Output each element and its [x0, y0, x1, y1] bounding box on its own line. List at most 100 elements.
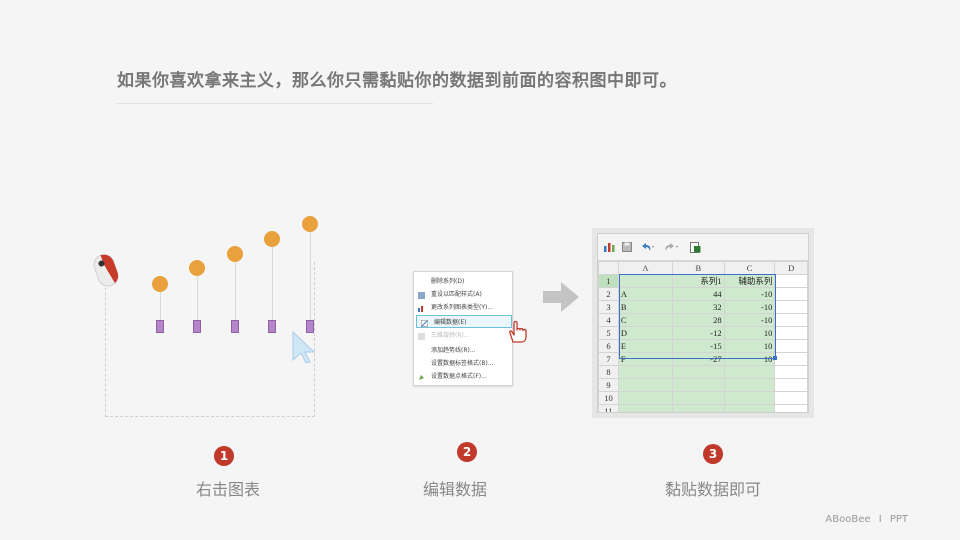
table-cell[interactable]	[774, 378, 808, 392]
table-cell[interactable]: 10	[723, 352, 776, 366]
table-cell[interactable]	[774, 352, 808, 366]
column-header[interactable]: D	[774, 261, 808, 275]
table-cell[interactable]	[774, 313, 808, 327]
redo-icon[interactable]	[664, 242, 680, 255]
row-header[interactable]: 11	[598, 404, 619, 412]
hand-pointer-icon	[505, 318, 531, 348]
table-cell[interactable]: D	[617, 326, 674, 340]
context-menu: 删除系列(D)重设以匹配样式(A)更改系列图表类型(Y)...编辑数据(E)三维…	[413, 271, 513, 386]
table-cell[interactable]	[672, 404, 725, 412]
menu-item-label: 添加趋势线(R)...	[431, 347, 476, 354]
row-header[interactable]: 8	[598, 365, 619, 379]
edit-in-excel-icon[interactable]	[690, 242, 701, 256]
bubble-stem	[310, 224, 311, 326]
menu-item-label: 更改系列图表类型(Y)...	[431, 304, 494, 311]
table-cell[interactable]: -27	[672, 352, 725, 366]
table-cell[interactable]: 28	[672, 313, 725, 327]
footer-brand: ABooBee I PPT	[825, 514, 908, 525]
data-label-marker[interactable]	[306, 320, 314, 333]
menu-item[interactable]: 删除系列(D)	[414, 275, 512, 288]
table-cell[interactable]	[672, 378, 725, 392]
table-cell[interactable]	[774, 300, 808, 314]
table-cell[interactable]	[774, 365, 808, 379]
table-cell[interactable]: 44	[672, 287, 725, 301]
table-cell[interactable]	[617, 365, 674, 379]
table-row: 10	[598, 391, 808, 405]
table-cell[interactable]	[774, 287, 808, 301]
data-label-marker[interactable]	[193, 320, 201, 333]
page-title: 如果你喜欢拿来主义，那么你只需黏贴你的数据到前面的容积图中即可。	[117, 71, 677, 91]
table-cell[interactable]: 10	[723, 326, 776, 340]
row-header[interactable]: 10	[598, 391, 619, 405]
corner-cell[interactable]	[598, 261, 619, 275]
row-header[interactable]: 4	[598, 313, 619, 327]
table-cell[interactable]: -12	[672, 326, 725, 340]
menu-item-label: 编辑数据(E)	[434, 319, 467, 326]
data-label-marker[interactable]	[231, 320, 239, 333]
bubble-point[interactable]	[189, 260, 205, 276]
bubble-point[interactable]	[264, 231, 280, 247]
table-cell[interactable]: 辅助系列	[723, 274, 776, 288]
table-cell[interactable]	[617, 404, 674, 412]
menu-item[interactable]: 设置数据点格式(F)...	[414, 370, 512, 383]
bubble-point[interactable]	[152, 276, 168, 292]
table-cell[interactable]: -10	[723, 313, 776, 327]
step-2-badge: 2	[457, 442, 477, 462]
table-cell[interactable]	[672, 365, 725, 379]
table-cell[interactable]: -10	[723, 287, 776, 301]
menu-item[interactable]: 编辑数据(E)	[416, 315, 512, 328]
undo-icon[interactable]	[640, 242, 656, 255]
table-cell[interactable]	[774, 326, 808, 340]
table-cell[interactable]	[774, 274, 808, 288]
data-label-marker[interactable]	[156, 320, 164, 333]
table-cell[interactable]	[774, 391, 808, 405]
menu-item-label: 删除系列(D)	[431, 278, 465, 285]
table-cell[interactable]: F	[617, 352, 674, 366]
table-cell[interactable]: 系列1	[672, 274, 725, 288]
bubble-point[interactable]	[302, 216, 318, 232]
table-cell[interactable]: E	[617, 339, 674, 353]
data-label-marker[interactable]	[268, 320, 276, 333]
menu-item[interactable]: 重设以匹配样式(A)	[414, 288, 512, 301]
bubble-stem	[272, 239, 273, 326]
table-cell[interactable]: 32	[672, 300, 725, 314]
save-icon[interactable]	[622, 242, 632, 255]
table-cell[interactable]	[774, 404, 808, 412]
row-header[interactable]: 9	[598, 378, 619, 392]
row-header[interactable]: 2	[598, 287, 619, 301]
table-cell[interactable]	[617, 378, 674, 392]
table-cell[interactable]: -10	[723, 300, 776, 314]
row-header[interactable]: 7	[598, 352, 619, 366]
menu-item[interactable]: 设置数据标签格式(B)...	[414, 357, 512, 370]
row-header[interactable]: 6	[598, 339, 619, 353]
fill-handle[interactable]	[773, 356, 777, 360]
menu-item[interactable]: 添加趋势线(R)...	[414, 344, 512, 357]
row-header[interactable]: 1	[598, 274, 619, 288]
column-header[interactable]: C	[723, 261, 776, 275]
table-cell[interactable]: B	[617, 300, 674, 314]
row-header[interactable]: 5	[598, 326, 619, 340]
table-cell[interactable]: C	[617, 313, 674, 327]
table-cell[interactable]	[617, 274, 674, 288]
column-header[interactable]: A	[617, 261, 674, 275]
table-cell[interactable]	[723, 365, 776, 379]
table-cell[interactable]	[723, 378, 776, 392]
chart-icon[interactable]	[604, 242, 615, 255]
row-header[interactable]: 3	[598, 300, 619, 314]
bubble-point[interactable]	[227, 246, 243, 262]
table-cell[interactable]: A	[617, 287, 674, 301]
table-cell[interactable]	[774, 339, 808, 353]
menu-item[interactable]: 更改系列图表类型(Y)...	[414, 301, 512, 314]
table-cell[interactable]: 10	[723, 339, 776, 353]
table-cell[interactable]	[723, 391, 776, 405]
table-cell[interactable]	[672, 391, 725, 405]
table-row: 9	[598, 378, 808, 392]
column-header[interactable]: B	[672, 261, 725, 275]
table-cell[interactable]	[723, 404, 776, 412]
table-cell[interactable]: -15	[672, 339, 725, 353]
table-cell[interactable]	[617, 391, 674, 405]
